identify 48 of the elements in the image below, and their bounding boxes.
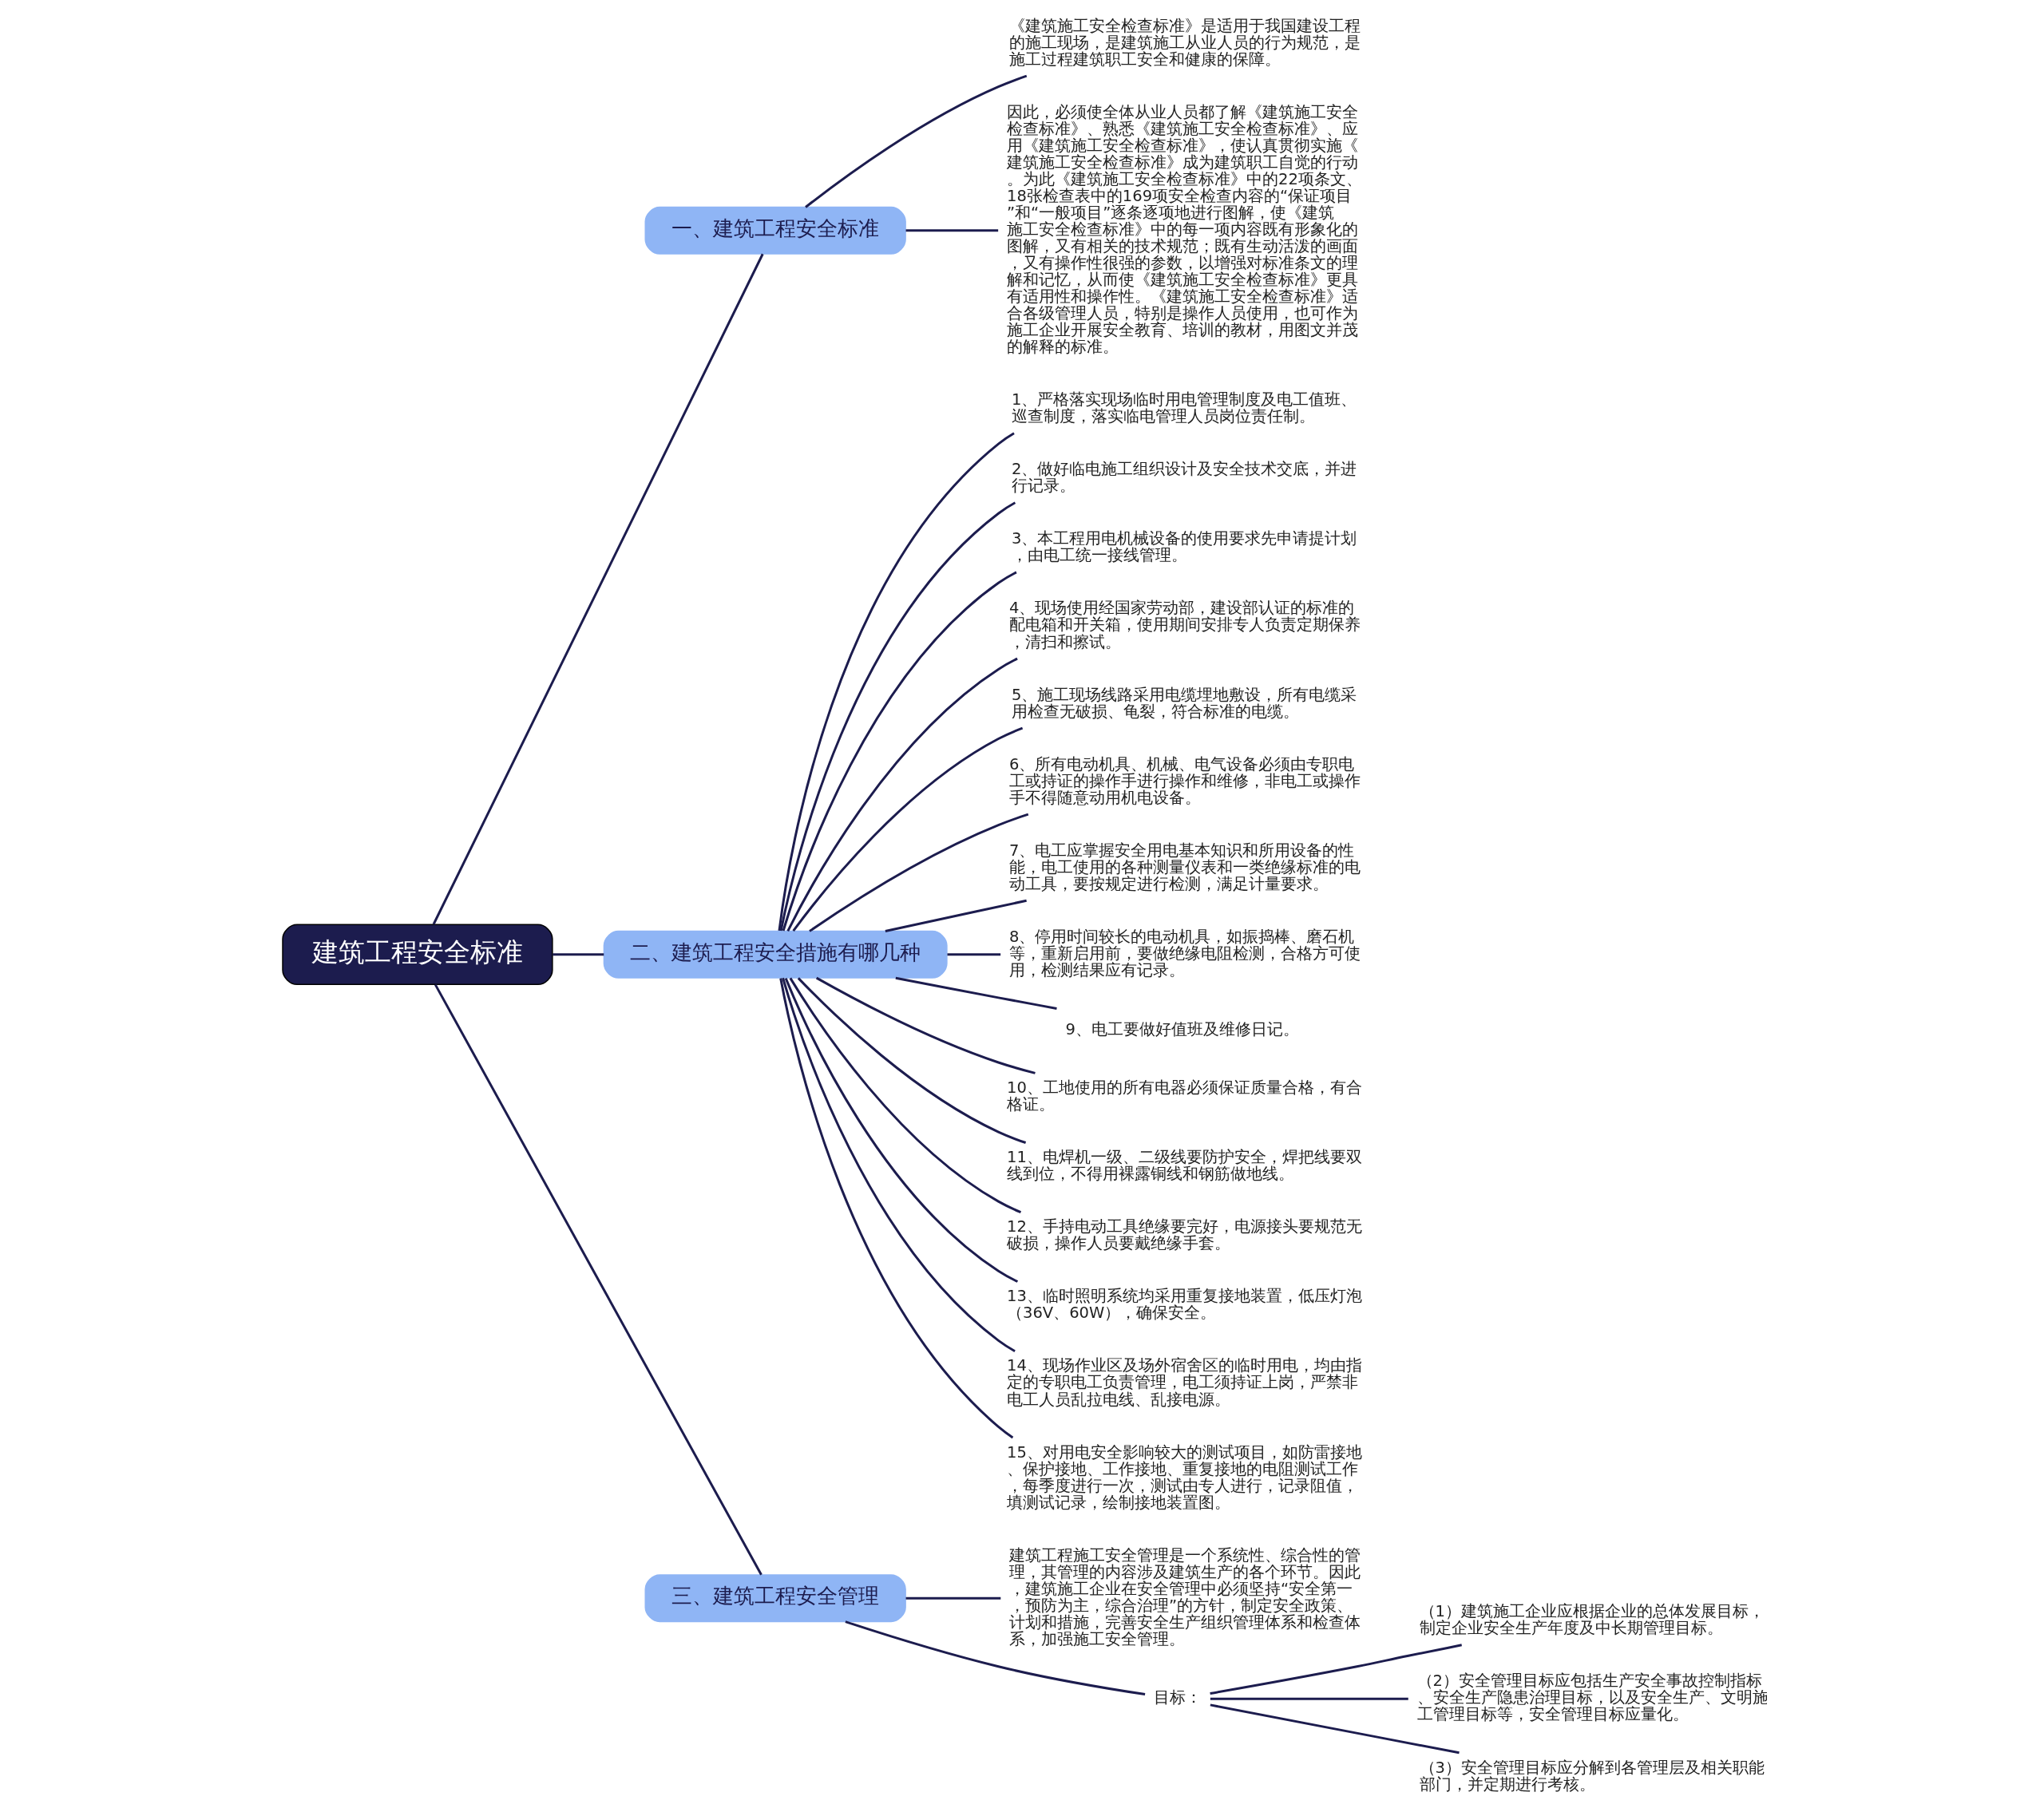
connector: [804, 74, 1027, 208]
node-text: 12、手持电动工具绝缘要完好，电源接头要规范无破损，操作人员要戴绝缘手套。: [1006, 1217, 1362, 1253]
connector: [797, 977, 1026, 1144]
node-text: 5、施工现场线路采用电缆埋地敷设，所有电缆采用检查无破损、龟裂，符合标准的电缆。: [1011, 685, 1357, 721]
node-box: 二、建筑工程安全措施有哪几种: [603, 930, 948, 979]
connector: [844, 1620, 1145, 1696]
node-text: 目标：: [1153, 1688, 1202, 1707]
node-text: 3、本工程用电机械设备的使用要求先申请提计划，由电工统一接线管理。: [1011, 529, 1357, 565]
node-text: （1）建筑施工企业应根据企业的总体发展目标，制定企业安全生产年度及中长期管理目标。: [1419, 1602, 1765, 1638]
connector: [1210, 1703, 1460, 1755]
connector: [947, 953, 1000, 956]
connector: [808, 813, 1028, 932]
node-text: 14、现场作业区及场外宿舍区的临时用电，均由指定的专职电工负责管理，电工须持证上岗，严禁非电工人员乱拉电线、乱接电源。: [1006, 1356, 1362, 1409]
connector: [905, 1596, 1000, 1600]
connector: [778, 978, 1013, 1439]
node-text: 15、对用电安全影响较大的测试项目，如防雷接地、保护接地、工作接地、重复接地的电阻测试工作，每季度进行一次，测试由专人进行，记录阻值，填测试记录，绘制接地装置图。: [1006, 1442, 1362, 1512]
connector: [1209, 1644, 1462, 1695]
connector: [885, 899, 1027, 932]
connector: [434, 983, 763, 1576]
node-text: 11、电焊机一级、二级线要防护安全，焊把线要双线到位，不得用裸露铜线和钢筋做地线。: [1006, 1148, 1362, 1184]
node-text: 10、工地使用的所有电器必须保证质量合格，有合格证。: [1006, 1078, 1362, 1114]
node-text: 建筑工程施工安全管理是一个系统性、综合性的管理，其管理的内容涉及建筑生产的各个环节。因此，建筑施工企业在安全管理中必须坚持“安全第一，预防为主，综合治理”的方针，制定安全政策、计划和措施，完善安全生产组织管理体系和检查体系，加强施工安全管理。: [1008, 1545, 1361, 1648]
connector: [432, 253, 764, 925]
node-text: 13、临时照明系统均采用重复接地装置，低压灯泡（36V、60W），确保安全。: [1006, 1287, 1362, 1323]
connector: [781, 977, 1016, 1353]
node-text: 6、所有电动机具、机械、电气设备必须由专职电工或持证的操作手进行操作和维修，非电工或操作手不得随意动用机电设备。: [1008, 754, 1361, 807]
node-box: 建筑工程安全标准: [281, 924, 553, 986]
connector: [782, 571, 1017, 932]
node-text: 7、电工应掌握安全用电基本知识和所用设备的性能，电工使用的各种测量仪表和一类绝缘标准的电动工具，要按规定进行检测，满足计量要求。: [1008, 841, 1361, 893]
connector: [784, 978, 1018, 1283]
node-text: 因此，必须使全体从业人员都了解《建筑施工安全检查标准》、熟悉《建筑施工安全检查标准》、应用《建筑施工安全检查标准》，使认真贯彻实施《建筑施工安全检查标准》成为建筑职工自觉的行动。为此《建筑施工安全检查标准》中的22项条文、18张检查表中的169项安全检查内容的“保证项目”和“一般项目”逐条逐项地进行图解，使《建筑施工安全检查标准》中的每一项内容既有形象化的图解，又有相关的技术规范；既有生动活泼的画面，又有操作性很强的参数，以增强对标准条文的理解和记忆，从而使《建筑施工安全检查标准》更具有适用性和操作性。《建筑施工安全检查标准》适合各级管理人员，特别是操作人员使用，也可作为施工企业开展安全教育、培训的教材，用图文并茂的解释的标准。: [1006, 102, 1362, 357]
node-text: 8、停用时间较长的电动机具，如振捣棒、磨石机等，重新启用前，要做绝缘电阻检测，合格方可使用，检测结果应有记录。: [1008, 927, 1361, 979]
connector: [895, 976, 1057, 1010]
node-text: （3）安全管理目标应分解到各管理层及相关职能部门，并定期进行考核。: [1419, 1758, 1765, 1794]
node-text: 2、做好临电施工组织设计及安全技术交底，并进行记录。: [1011, 460, 1357, 496]
connector: [786, 657, 1018, 932]
connector: [815, 976, 1036, 1074]
node-box: 三、建筑工程安全管理: [644, 1574, 906, 1623]
connector: [791, 726, 1023, 932]
node-text: 《建筑施工安全检查标准》是适用于我国建设工程的施工现场，是建筑施工从业人员的行为规范，是施工过程建筑职工安全和健康的保障。: [1008, 16, 1361, 69]
node-text: 9、电工要做好值班及维修日记。: [1065, 1019, 1299, 1039]
node-text: 4、现场使用经国家劳动部，建设部认证的标准的配电箱和开关箱，使用期间安排专人负责定期保养，清扫和擦试。: [1008, 599, 1361, 651]
connector: [905, 229, 998, 232]
connector: [1210, 1697, 1408, 1700]
connector: [789, 977, 1021, 1214]
connector: [552, 953, 604, 956]
node-text: 1、严格落实现场临时用电管理制度及电工值班、巡查制度，落实临电管理人员岗位责任制。: [1011, 390, 1357, 426]
node-box: 一、建筑工程安全标准: [644, 206, 906, 255]
